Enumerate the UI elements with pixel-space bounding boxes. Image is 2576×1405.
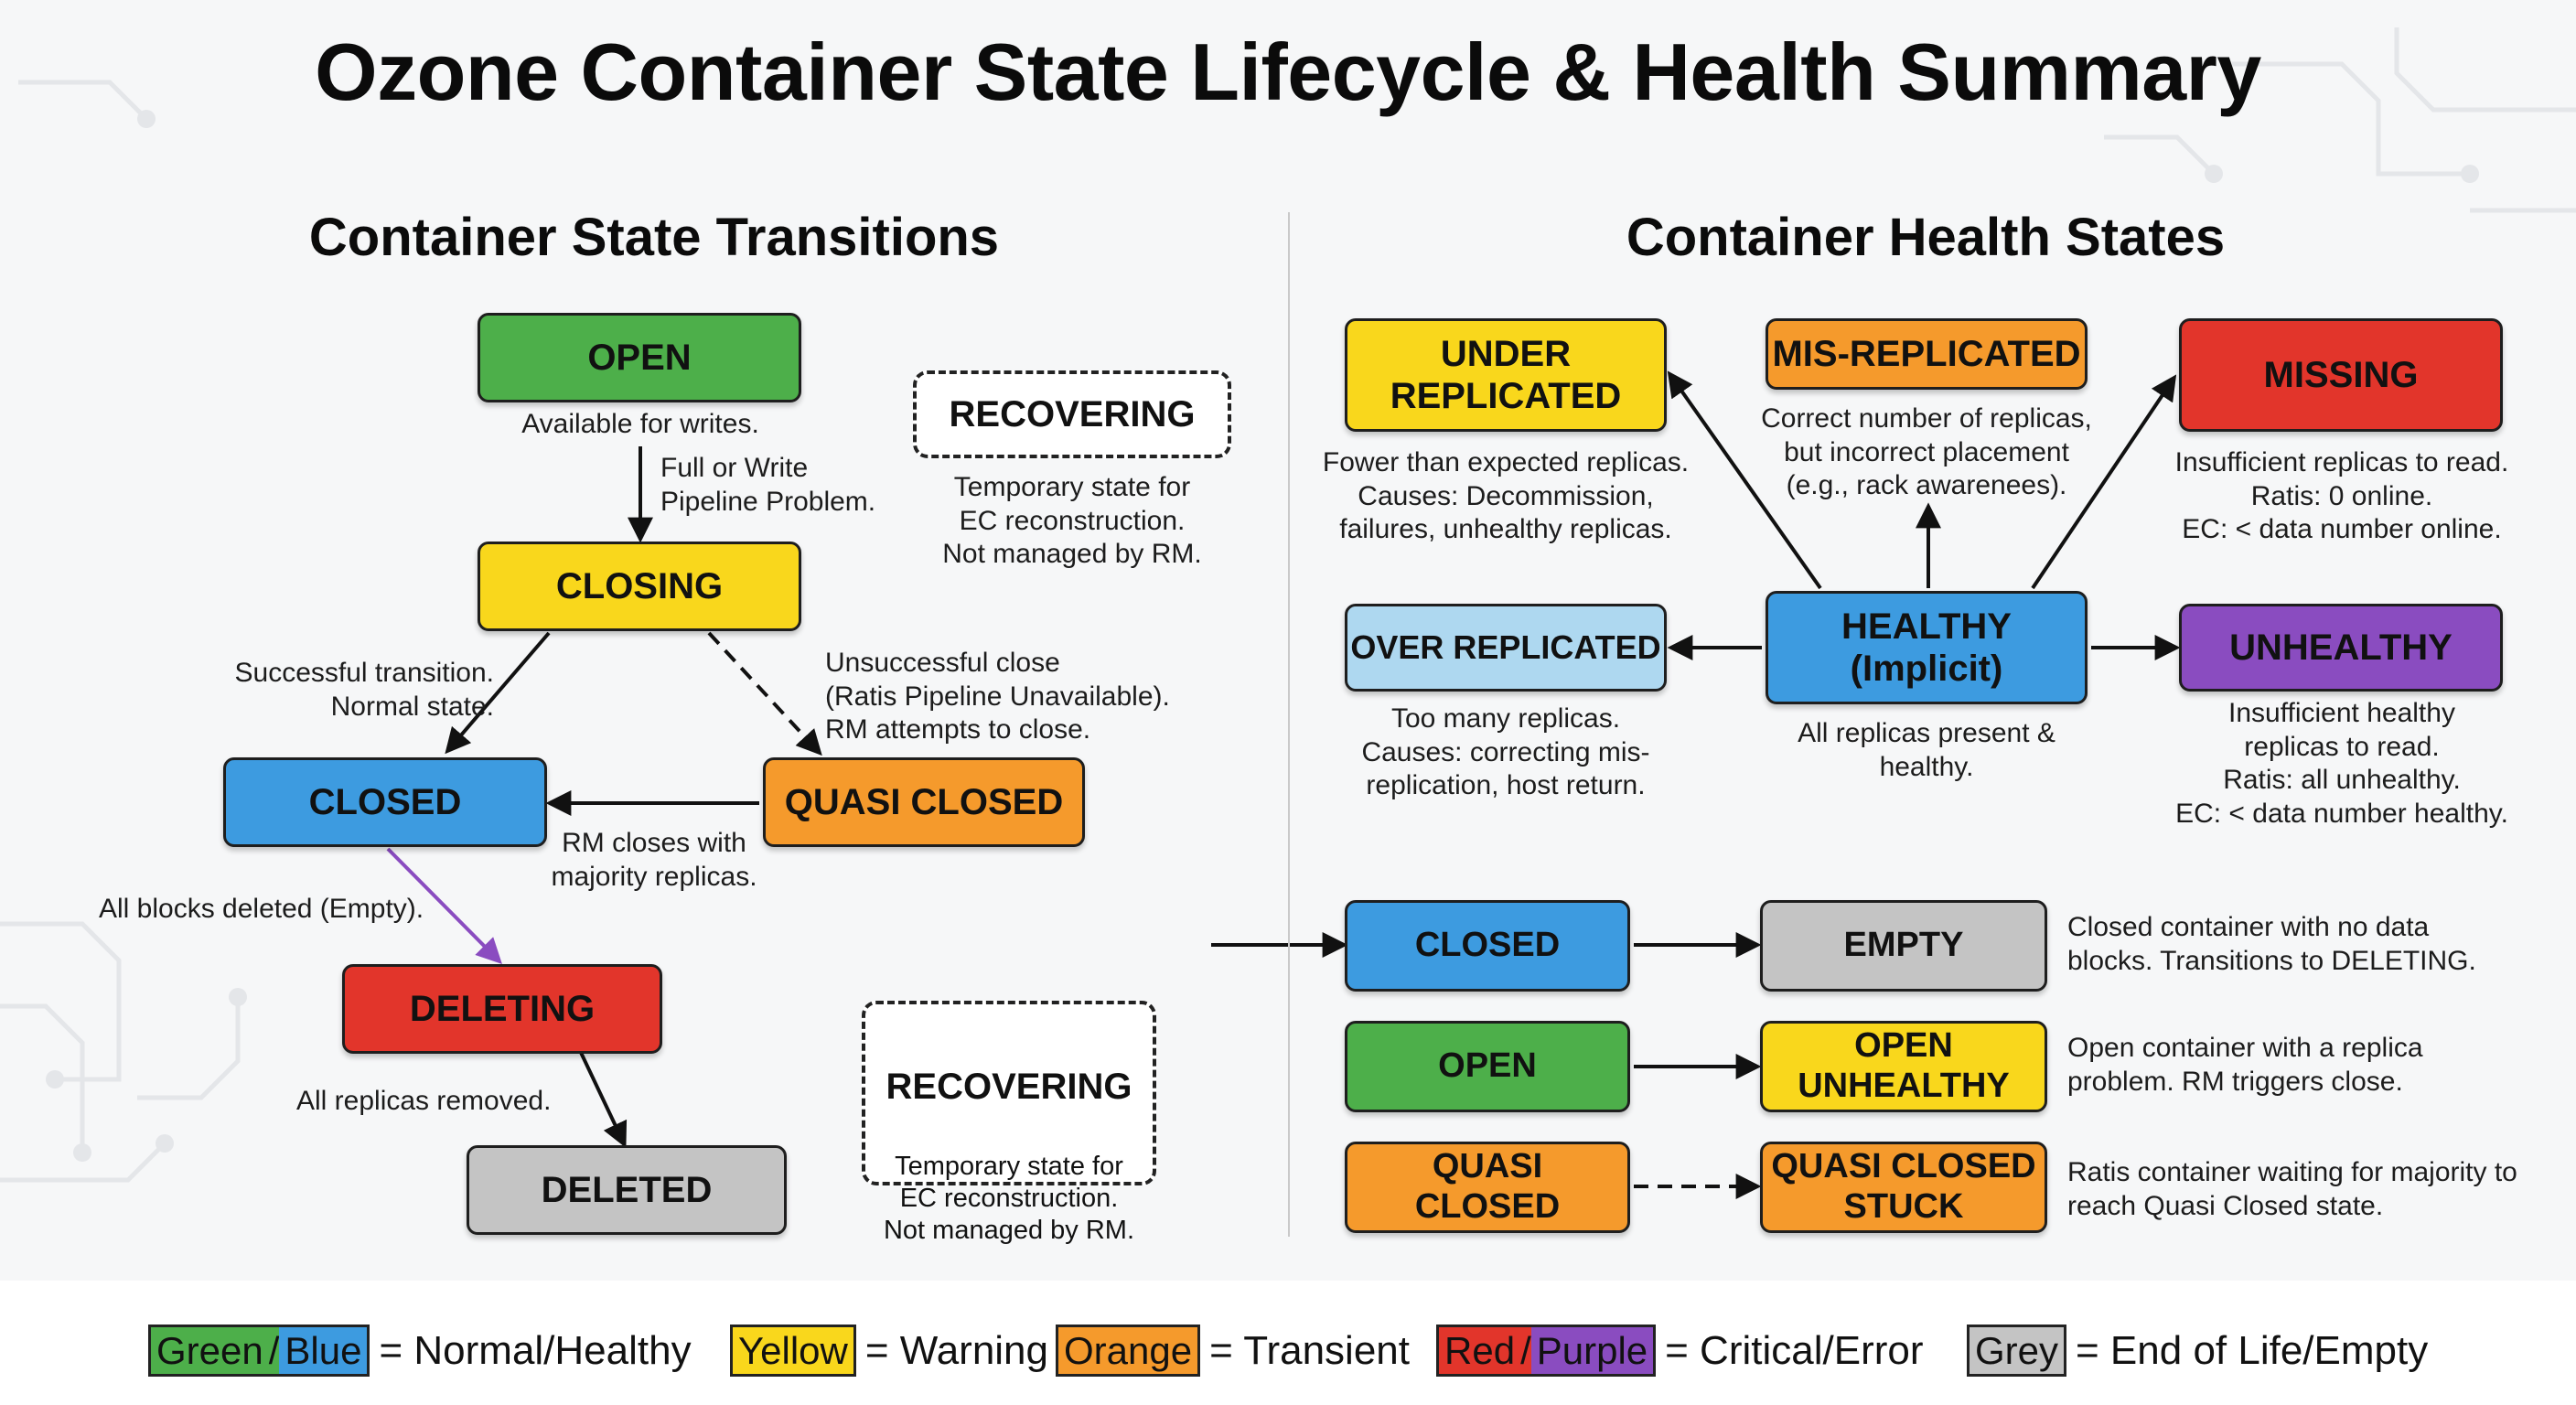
section-title-health-states: Container Health States [1626, 208, 2226, 267]
legend-warning-text: = Warning [864, 1327, 1049, 1373]
sub-open[interactable]: OPEN [1345, 1021, 1630, 1112]
legend-purple-label: Purple [1530, 1327, 1654, 1375]
legend-yellow-label: Yellow [730, 1325, 856, 1378]
state-closed[interactable]: CLOSED [223, 757, 547, 847]
recovering-bottom-description: Temporary state for EC reconstruction. N… [883, 1152, 1134, 1245]
mis-replicated-description: Correct number of replicas, but incorrec… [1761, 403, 2092, 501]
missing-description: Insufficient replicas to read. Ratis: 0 … [2174, 447, 2509, 545]
closed-to-deleting-note: All blocks deleted (Empty). [99, 894, 424, 924]
legend-red-label: Red [1439, 1327, 1521, 1375]
legend-green-label: Green [151, 1327, 269, 1375]
state-under-replicated[interactable]: UNDER REPLICATED [1345, 318, 1667, 432]
state-missing[interactable]: MISSING [2179, 318, 2503, 432]
state-deleted[interactable]: DELETED [467, 1145, 787, 1235]
legend-end-text: = End of Life/Empty [2076, 1327, 2429, 1373]
sub-open-unhealthy[interactable]: OPEN UNHEALTHY [1760, 1021, 2047, 1112]
quasi-to-closed-note: RM closes with majority replicas. [551, 828, 757, 892]
legend-warning: Yellow = Warning [730, 1325, 1049, 1378]
section-divider [1288, 212, 1290, 1237]
state-quasi-closed[interactable]: QUASI CLOSED [763, 757, 1085, 847]
closing-to-closed-note: Successful transition. Normal state. [234, 658, 494, 722]
unhealthy-description: Insufficient healthy replicas to read. R… [2175, 698, 2508, 829]
legend-transient: Orange = Transient [1056, 1325, 1410, 1378]
healthy-description: All replicas present & healthy. [1798, 718, 2055, 782]
legend-critical: Red/Purple = Critical/Error [1436, 1325, 1924, 1378]
sub-empty[interactable]: EMPTY [1760, 900, 2047, 992]
deleting-to-deleted-note: All replicas removed. [296, 1086, 552, 1116]
sub-quasi-closed[interactable]: QUASI CLOSED [1345, 1142, 1630, 1233]
legend-orange-label: Orange [1056, 1325, 1201, 1378]
legend-end-of-life: Grey = End of Life/Empty [1967, 1325, 2429, 1378]
closing-to-quasi-note: Unsuccessful close (Ratis Pipeline Unava… [825, 648, 1170, 745]
legend-normal: Green/Blue = Normal/Healthy [148, 1325, 692, 1378]
legend-red-purple-swatch: Red/Purple [1436, 1325, 1657, 1378]
legend-slash-1: / [268, 1327, 280, 1375]
recovering-top-description: Temporary state for EC reconstruction. N… [942, 472, 1202, 570]
legend-transient-text: = Transient [1209, 1327, 1410, 1373]
legend-slash-2: / [1520, 1327, 1531, 1375]
page-title: Ozone Container State Lifecycle & Health… [315, 27, 2261, 117]
sub-closed[interactable]: CLOSED [1345, 900, 1630, 992]
state-open[interactable]: OPEN [478, 313, 801, 402]
section-title-state-transitions: Container State Transitions [308, 208, 1000, 267]
state-deleting[interactable]: DELETING [342, 964, 662, 1054]
state-mis-replicated[interactable]: MIS-REPLICATED [1766, 318, 2088, 390]
legend-green-blue-swatch: Green/Blue [148, 1325, 370, 1378]
sub-open-unhealthy-description: Open container with a replica problem. R… [2067, 1033, 2423, 1097]
recovering-bottom-label: RECOVERING [886, 1067, 1132, 1107]
legend-blue-label: Blue [279, 1327, 368, 1375]
state-healthy[interactable]: HEALTHY (Implicit) [1766, 591, 2088, 704]
legend-bar [0, 1281, 2576, 1405]
state-unhealthy[interactable]: UNHEALTHY [2179, 604, 2503, 692]
legend-critical-text: = Critical/Error [1665, 1327, 1924, 1373]
sub-quasi-closed-stuck-description: Ratis container waiting for majority to … [2067, 1157, 2517, 1221]
state-recovering-top[interactable]: RECOVERING [913, 370, 1231, 458]
over-replicated-description: Too many replicas. Causes: correcting mi… [1361, 703, 1650, 801]
under-replicated-description: Fower than expected replicas. Causes: De… [1322, 447, 1690, 545]
sub-quasi-closed-stuck[interactable]: QUASI CLOSED STUCK [1760, 1142, 2047, 1233]
state-over-replicated[interactable]: OVER REPLICATED [1345, 604, 1667, 692]
open-to-closing-note: Full or Write Pipeline Problem. [660, 453, 876, 517]
legend-grey-label: Grey [1967, 1325, 2067, 1378]
state-recovering-bottom[interactable]: RECOVERING Temporary state for EC recons… [862, 1001, 1156, 1245]
sub-empty-description: Closed container with no data blocks. Tr… [2067, 912, 2476, 976]
open-description: Available for writes. [521, 409, 759, 439]
state-closing[interactable]: CLOSING [478, 542, 801, 631]
legend-normal-text: = Normal/Healthy [379, 1327, 692, 1373]
